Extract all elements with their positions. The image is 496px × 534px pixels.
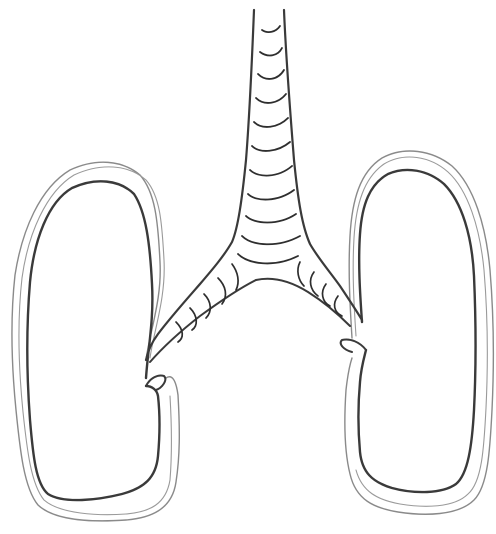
left-lung-inner-outline — [27, 181, 159, 500]
left-lung-hilum — [146, 375, 165, 390]
bronchial-tree — [146, 10, 362, 362]
ring — [238, 254, 298, 263]
ring — [246, 214, 296, 223]
trachea-left-wall — [146, 10, 254, 360]
ring — [258, 70, 284, 79]
left-bronchus-upper-edge — [150, 280, 256, 362]
trachea-right-wall — [284, 10, 362, 320]
ring — [248, 190, 294, 200]
ring — [262, 26, 280, 32]
ring — [232, 264, 238, 290]
ring — [204, 294, 210, 318]
ring — [311, 272, 318, 296]
ring — [254, 118, 288, 127]
ring — [256, 94, 286, 103]
ring — [260, 48, 282, 55]
right-lung-outer-pleura-2 — [353, 157, 487, 506]
ring — [250, 166, 292, 176]
right-lung-inner-outline — [359, 170, 476, 492]
ring — [252, 142, 290, 151]
right-lung — [341, 151, 494, 514]
ring — [298, 262, 304, 286]
ring — [242, 236, 300, 244]
ring — [190, 308, 196, 330]
right-lung-outer-pleura — [345, 151, 494, 514]
right-lung-hilum — [341, 339, 366, 352]
